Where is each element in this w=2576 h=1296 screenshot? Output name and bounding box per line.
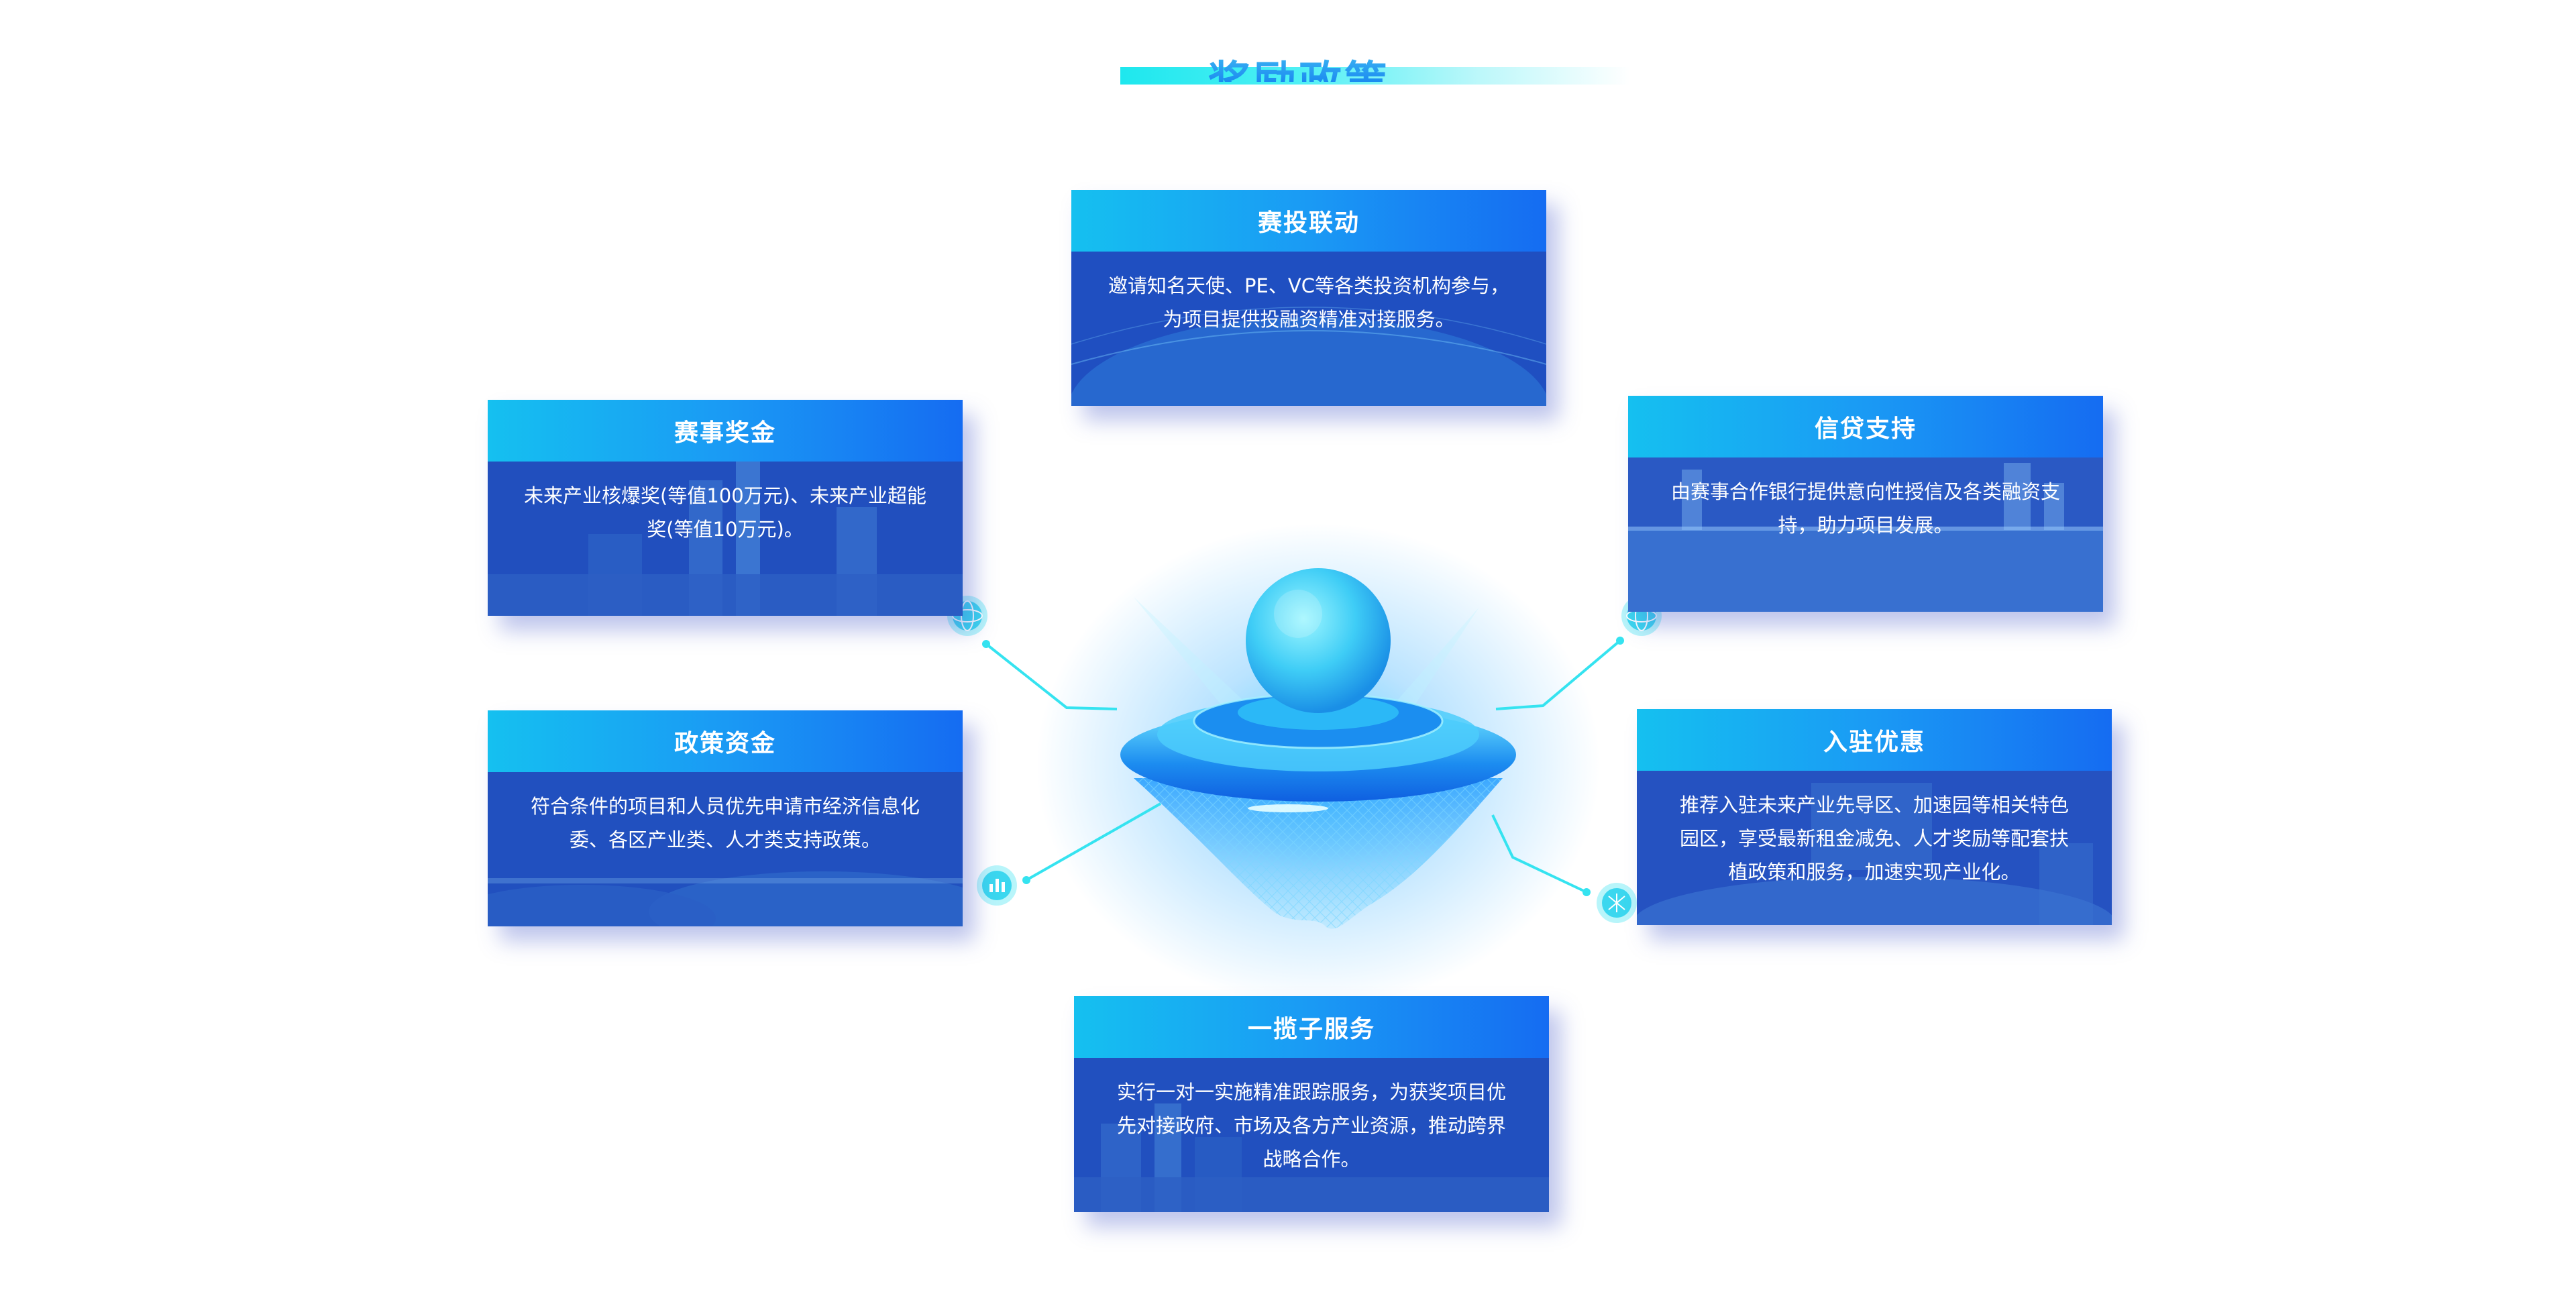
network-icon <box>1597 883 1637 923</box>
card-title: 政策资金 <box>488 710 963 772</box>
card-line: 未来产业核爆奖(等值100万元)、未来产业超能 <box>524 484 926 507</box>
connector-left2 <box>1026 802 1161 881</box>
card-bottom: 一揽子服务 实行一对一实施精准跟踪服务，为获奖项目优 先对接政府、市场及各方产业… <box>1074 996 1549 1212</box>
connector-right2 <box>1491 814 1587 894</box>
card-line: 实行一对一实施精准跟踪服务，为获奖项目优 <box>1116 1081 1506 1103</box>
card-left2: 政策资金 符合条件的项目和人员优先申请市经济信息化 委、各区产业类、人才类支持政… <box>488 710 963 926</box>
card-title: 赛事奖金 <box>488 400 963 462</box>
card-line: 为项目提供投融资精准对接服务。 <box>1163 308 1455 331</box>
card-line: 推荐入驻未来产业先导区、加速园等相关特色 <box>1679 794 2069 816</box>
card-description: 由赛事合作银行提供意向性授信及各类融资支 持，助力项目发展。 <box>1646 475 2086 542</box>
card-line: 持，助力项目发展。 <box>1778 514 1953 537</box>
center-spark <box>1248 804 1328 812</box>
center-sphere-highlight <box>1274 590 1322 638</box>
card-right2: 入驻优惠 推荐入驻未来产业先导区、加速园等相关特色 园区，享受最新租金减免、人才… <box>1637 709 2112 925</box>
card-title: 入驻优惠 <box>1637 709 2112 771</box>
card-description: 推荐入驻未来产业先导区、加速园等相关特色 园区，享受最新租金减免、人才奖励等配套… <box>1654 788 2094 889</box>
bar-chart-icon <box>977 865 1017 906</box>
card-line: 符合条件的项目和人员优先申请市经济信息化 <box>530 795 920 818</box>
connector-right1 <box>1495 639 1621 710</box>
card-description: 实行一对一实施精准跟踪服务，为获奖项目优 先对接政府、市场及各方产业资源，推动跨… <box>1091 1075 1532 1176</box>
card-line: 战略合作。 <box>1263 1148 1360 1171</box>
card-line: 先对接政府、市场及各方产业资源，推动跨界 <box>1116 1114 1506 1137</box>
card-title: 信贷支持 <box>1628 396 2103 457</box>
card-line: 植政策和服务，加速实现产业化。 <box>1728 861 2021 883</box>
card-description: 符合条件的项目和人员优先申请市经济信息化 委、各区产业类、人才类支持政策。 <box>505 790 945 857</box>
card-line: 由赛事合作银行提供意向性授信及各类融资支 <box>1670 480 2060 503</box>
connector-left1-dot <box>982 640 990 648</box>
card-description: 邀请知名天使、PE、VC等各类投资机构参与， 为项目提供投融资精准对接服务。 <box>1089 269 1529 336</box>
connector-left2-dot <box>1022 876 1030 884</box>
card-line: 园区，享受最新租金减免、人才奖励等配套扶 <box>1679 827 2069 850</box>
card-top: 赛投联动 邀请知名天使、PE、VC等各类投资机构参与， 为项目提供投融资精准对接… <box>1071 190 1546 406</box>
card-description: 未来产业核爆奖(等值100万元)、未来产业超能 奖(等值10万元)。 <box>505 479 945 546</box>
card-line: 邀请知名天使、PE、VC等各类投资机构参与， <box>1108 274 1509 297</box>
light-beam-left <box>1134 597 1254 721</box>
connector-left1 <box>985 643 1118 710</box>
section-title-bar <box>1120 67 1630 85</box>
card-line: 奖(等值10万元)。 <box>647 518 804 541</box>
card-right1: 信贷支持 由赛事合作银行提供意向性授信及各类融资支 持，助力项目发展。 <box>1628 396 2103 612</box>
card-title: 赛投联动 <box>1071 190 1546 252</box>
card-title: 一揽子服务 <box>1074 996 1549 1058</box>
card-left1: 赛事奖金 未来产业核爆奖(等值100万元)、未来产业超能 奖(等值10万元)。 <box>488 400 963 616</box>
light-beam-right <box>1382 607 1479 724</box>
floating-rock-mesh <box>1134 778 1503 929</box>
section-title: 奖励政策 <box>1208 32 1409 82</box>
connector-right2-dot <box>1582 888 1591 896</box>
center-sphere <box>1246 568 1391 713</box>
connector-right1-dot <box>1616 637 1624 645</box>
card-line: 委、各区产业类、人才类支持政策。 <box>569 828 881 851</box>
